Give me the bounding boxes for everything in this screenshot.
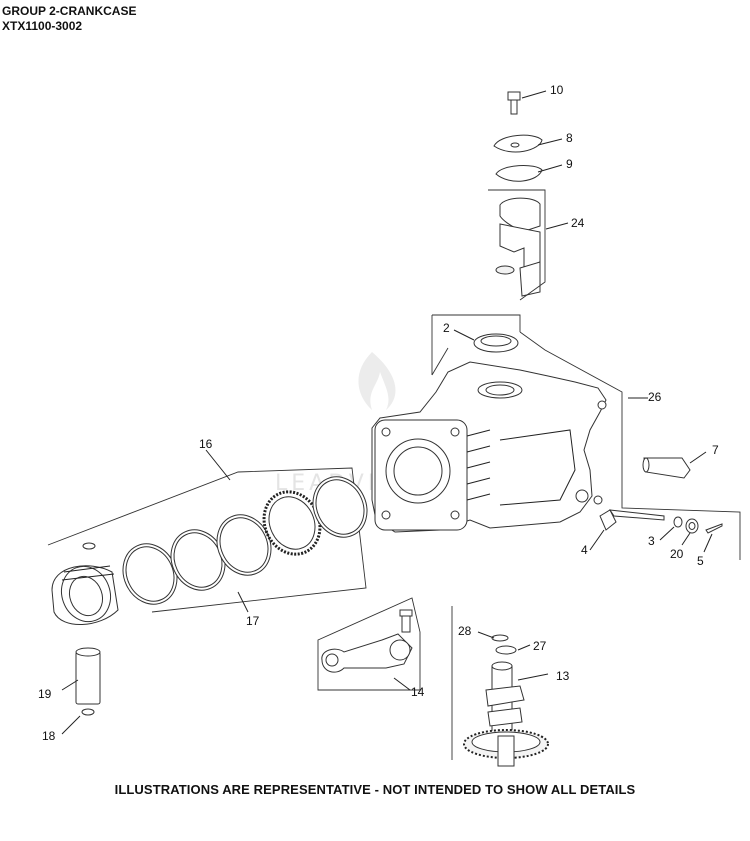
group-title: GROUP 2-CRANKCASE	[2, 4, 137, 18]
callout-3[interactable]: 3	[648, 534, 655, 548]
callout-10[interactable]: 10	[550, 83, 564, 97]
callout-8[interactable]: 8	[566, 131, 573, 145]
part-plate-8[interactable]	[493, 134, 543, 153]
part-plate-9[interactable]	[495, 165, 543, 182]
part-bolt-10[interactable]	[507, 91, 521, 115]
part-camshaft-13[interactable]	[463, 661, 549, 767]
callout-13[interactable]: 13	[556, 669, 570, 683]
part-retainer-clip-18[interactable]	[81, 708, 95, 716]
part-piston-ring-c[interactable]	[207, 506, 280, 584]
part-crankcase-26[interactable]	[371, 361, 607, 533]
callout-7[interactable]: 7	[712, 443, 719, 457]
part-piston[interactable]	[51, 542, 119, 629]
model-number: XTX1100-3002	[2, 19, 83, 33]
part-washer-27[interactable]	[495, 645, 517, 655]
part-piston-pin-19[interactable]	[75, 647, 101, 705]
callout-20[interactable]: 20	[670, 547, 684, 561]
callout-27[interactable]: 27	[533, 639, 547, 653]
callout-28[interactable]: 28	[458, 624, 472, 638]
part-breather-4[interactable]	[599, 509, 665, 531]
part-shim-28[interactable]	[491, 634, 509, 642]
callout-16[interactable]: 16	[199, 437, 213, 451]
part-tube-7[interactable]	[642, 457, 691, 479]
callout-5[interactable]: 5	[697, 554, 704, 568]
part-piston-ring-b[interactable]	[161, 521, 234, 599]
callout-9[interactable]: 9	[566, 157, 573, 171]
callout-18[interactable]: 18	[42, 729, 56, 743]
callout-2[interactable]: 2	[443, 321, 450, 335]
part-oil-seal-2[interactable]	[473, 333, 519, 353]
part-bearing-20[interactable]	[685, 518, 699, 534]
callout-24[interactable]: 24	[571, 216, 585, 230]
callout-4[interactable]: 4	[581, 543, 588, 557]
part-piston-ring-e[interactable]	[303, 468, 376, 546]
callout-17[interactable]: 17	[246, 614, 260, 628]
part-bracket-24[interactable]	[495, 197, 541, 297]
part-connecting-rod-14[interactable]	[321, 609, 413, 673]
part-washer-3[interactable]	[673, 516, 683, 528]
part-pin-5[interactable]	[705, 523, 723, 534]
callout-14[interactable]: 14	[411, 685, 425, 699]
callout-26[interactable]: 26	[648, 390, 662, 404]
callout-19[interactable]: 19	[38, 687, 52, 701]
disclaimer-text: ILLUSTRATIONS ARE REPRESENTATIVE - NOT I…	[114, 782, 636, 797]
